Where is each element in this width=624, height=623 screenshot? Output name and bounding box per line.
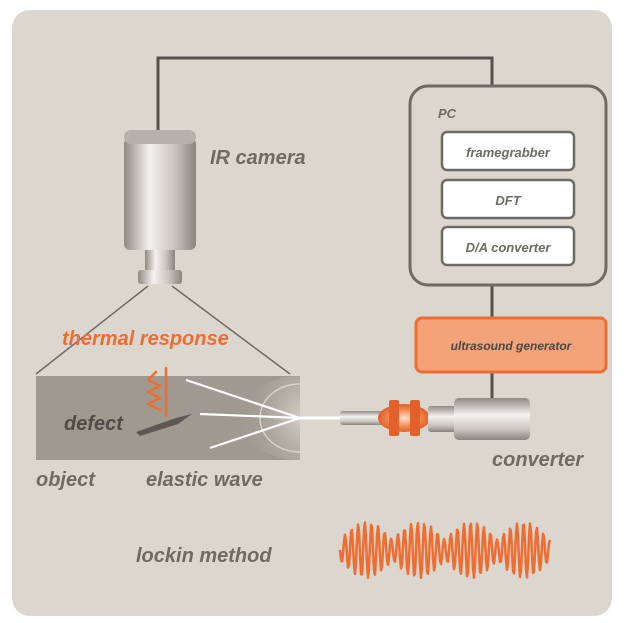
ripple-arc (259, 383, 301, 453)
elastic-wave-rays (185, 378, 301, 450)
converter-label: converter (492, 449, 584, 471)
defect-crack (136, 414, 192, 436)
da-converter-label: D/A converter (466, 240, 552, 255)
camera-view-cone (35, 285, 291, 375)
thermal-response-label: thermal response (62, 328, 229, 350)
ultrasound-generator-label: ultrasound generator (451, 339, 573, 353)
ir-camera-icon (124, 130, 196, 284)
ir-camera-label: IR camera (210, 147, 306, 169)
framegrabber-label: framegrabber (466, 145, 551, 160)
camera-pc-cable (156, 56, 494, 138)
heat-squiggle-icon (146, 366, 168, 418)
da-converter-box (440, 225, 576, 267)
pc-label: PC (438, 106, 457, 121)
ultrasound-generator-box (414, 316, 608, 374)
dft-box (440, 178, 576, 220)
wave-ripple (240, 376, 300, 460)
coupling-icon (378, 400, 430, 436)
dft-label: DFT (495, 193, 521, 208)
elastic-wave-label: elastic wave (146, 469, 263, 491)
lockin-wave-icon (338, 521, 552, 580)
object-label: object (36, 469, 96, 491)
converter-transducer-icon (428, 398, 530, 440)
framegrabber-box (440, 130, 576, 172)
lockin-method-label: lockin method (136, 545, 272, 567)
defect-label: defect (64, 413, 124, 435)
